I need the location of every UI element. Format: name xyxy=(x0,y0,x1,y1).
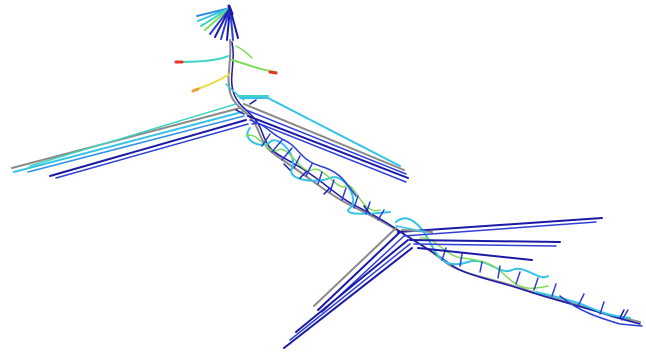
backbone-tick xyxy=(619,309,625,319)
branch-line xyxy=(55,123,249,179)
helix-rung xyxy=(293,155,301,169)
branch-line xyxy=(409,239,561,243)
helix-ribbon xyxy=(251,122,357,197)
side-branch xyxy=(175,55,229,63)
branch-line xyxy=(27,115,245,173)
branch-line xyxy=(245,109,407,175)
helix-rung xyxy=(577,293,585,307)
branch-line xyxy=(29,103,237,167)
helix-rung xyxy=(533,277,539,291)
fan-stroke xyxy=(227,4,234,16)
branch-line xyxy=(403,221,597,237)
helix-rung xyxy=(459,253,463,267)
fan-stroke xyxy=(204,7,231,31)
branch-line xyxy=(317,231,401,311)
backbone-tick xyxy=(363,205,371,215)
helix-rung xyxy=(329,179,335,193)
helix-rung xyxy=(281,147,293,161)
branch-line xyxy=(49,119,247,177)
branch-line xyxy=(283,247,413,349)
backbone-strand-blue xyxy=(230,41,641,325)
backbone-tick xyxy=(299,171,307,179)
branch-line xyxy=(413,243,557,247)
branch-line xyxy=(243,103,405,171)
backbone-tick xyxy=(235,109,245,115)
fan-stroke xyxy=(220,7,231,40)
lower-right-branch xyxy=(395,217,603,261)
helix-ribbon xyxy=(559,295,643,327)
helix-ribbon xyxy=(419,237,549,290)
branch-line xyxy=(289,243,411,341)
branch-line xyxy=(417,247,533,261)
helix-rung xyxy=(621,309,629,321)
helix-rung xyxy=(271,139,283,153)
helix-rung xyxy=(551,283,557,297)
branch-line xyxy=(13,111,243,173)
backbone-ticks xyxy=(235,99,625,319)
side-branch xyxy=(235,45,253,59)
helix-rung xyxy=(353,195,359,209)
helix-rung xyxy=(317,171,323,185)
branch-line xyxy=(395,225,427,233)
upper-right-branch xyxy=(237,95,409,183)
helix-ribbon xyxy=(535,291,631,319)
branch-line xyxy=(313,227,397,307)
upper-side-branches xyxy=(174,45,278,101)
side-branch xyxy=(231,59,277,73)
backbone-tick xyxy=(249,99,257,105)
branch-line xyxy=(295,239,409,333)
helix-rung xyxy=(599,301,605,315)
backbone-core xyxy=(227,39,641,323)
helix-rung xyxy=(365,201,371,215)
helix-rung xyxy=(515,271,521,285)
branch-line xyxy=(239,97,401,167)
side-branch xyxy=(193,73,231,91)
helix-ribbon xyxy=(245,134,381,212)
side-branch-tip xyxy=(191,87,200,93)
upper-helix xyxy=(245,122,391,221)
helix-rung xyxy=(305,163,313,177)
side-branch-tip xyxy=(268,70,278,75)
branch-line xyxy=(401,229,433,233)
helix-rung xyxy=(261,133,271,147)
branch-line xyxy=(249,119,407,183)
branch-line xyxy=(397,217,603,233)
backbone xyxy=(227,39,641,325)
lower-left-branch xyxy=(283,227,413,349)
branch-line xyxy=(247,115,409,179)
helix-ribbon xyxy=(246,127,391,215)
helix-rung xyxy=(377,209,385,221)
branch-line xyxy=(11,107,241,169)
backbone-tick xyxy=(323,187,331,195)
fan-stroke xyxy=(214,7,231,38)
top-fan xyxy=(196,4,239,41)
helix-rung xyxy=(479,261,483,273)
helix-rung xyxy=(341,187,347,201)
helix-rung xyxy=(497,265,501,279)
backbone-tick xyxy=(283,163,291,171)
upper-left-branch xyxy=(11,103,249,179)
